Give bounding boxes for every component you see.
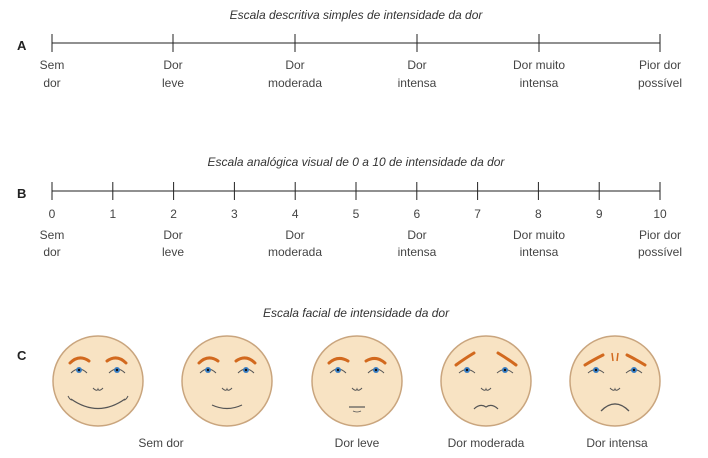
scale-b-label-line2: leve xyxy=(162,245,184,259)
worried-face-icon xyxy=(441,336,531,426)
scale-a-label-line1: Pior dor xyxy=(639,58,681,72)
scale-b-numbers: 0 1 2 3 4 5 6 7 8 9 10 xyxy=(49,207,667,221)
scale-a-label-line1: Dor xyxy=(407,58,426,72)
scale-a-label-line2: intensa xyxy=(398,76,437,90)
scale-a-label-line1: Dor muito xyxy=(513,58,565,72)
scale-b-number: 4 xyxy=(292,207,299,221)
scale-a-label-line2: intensa xyxy=(520,76,559,90)
neutral-face-icon xyxy=(312,336,402,426)
scale-a-label-line1: Dor xyxy=(285,58,304,72)
scale-b-label-line1: Dor xyxy=(285,228,304,242)
scale-a-title: Escala descritiva simples de intensidade… xyxy=(230,8,484,22)
scale-b-number: 2 xyxy=(170,207,177,221)
scale-b-number: 5 xyxy=(353,207,360,221)
scale-a-letter: A xyxy=(17,38,27,53)
scale-b-number: 10 xyxy=(653,207,667,221)
scale-b-number: 9 xyxy=(596,207,603,221)
face-caption-dor-leve: Dor leve xyxy=(335,436,380,450)
scale-b-number: 8 xyxy=(535,207,542,221)
face-caption-sem-dor: Sem dor xyxy=(138,436,183,450)
scale-b-label-line2: dor xyxy=(43,245,60,259)
scale-a-label-line1: Sem xyxy=(40,58,65,72)
scale-b-number: 3 xyxy=(231,207,238,221)
scale-b-label-line1: Pior dor xyxy=(639,228,681,242)
scale-b-label-line1: Dor muito xyxy=(513,228,565,242)
scale-c-title: Escala facial de intensidade da dor xyxy=(263,306,450,320)
scale-a-labels: Sem dor Dor leve Dor moderada Dor intensa Dor mu… xyxy=(40,58,682,90)
pained-face-icon xyxy=(570,336,660,426)
face-caption-dor-moderada: Dor moderada xyxy=(448,436,525,450)
scale-b-title: Escala analógica visual de 0 a 10 de int… xyxy=(208,155,506,169)
scale-b-label-line1: Dor xyxy=(407,228,426,242)
scale-b-label-line1: Sem xyxy=(40,228,65,242)
scale-b-number: 1 xyxy=(109,207,116,221)
scale-b-number: 6 xyxy=(413,207,420,221)
very-happy-face-icon xyxy=(53,336,143,426)
scale-b-labels: Sem dor Dor leve Dor moderada Dor intensa Dor mu… xyxy=(40,228,682,259)
scale-a-label-line1: Dor xyxy=(163,58,182,72)
happy-face-icon xyxy=(182,336,272,426)
scale-b-label-line2: intensa xyxy=(398,245,437,259)
scale-b-label-line2: intensa xyxy=(520,245,559,259)
scale-a-label-line2: moderada xyxy=(268,76,322,90)
scale-a-label-line2: possível xyxy=(638,76,682,90)
scale-b-label-line1: Dor xyxy=(163,228,182,242)
scale-b-number: 7 xyxy=(474,207,481,221)
scale-b-number: 0 xyxy=(49,207,56,221)
scale-a-label-line2: leve xyxy=(162,76,184,90)
scale-c-letter: C xyxy=(17,348,27,363)
scale-b-letter: B xyxy=(17,186,26,201)
face-caption-dor-intensa: Dor intensa xyxy=(586,436,648,450)
scale-a-label-line2: dor xyxy=(43,76,60,90)
scale-b-label-line2: moderada xyxy=(268,245,322,259)
scale-b-label-line2: possível xyxy=(638,245,682,259)
